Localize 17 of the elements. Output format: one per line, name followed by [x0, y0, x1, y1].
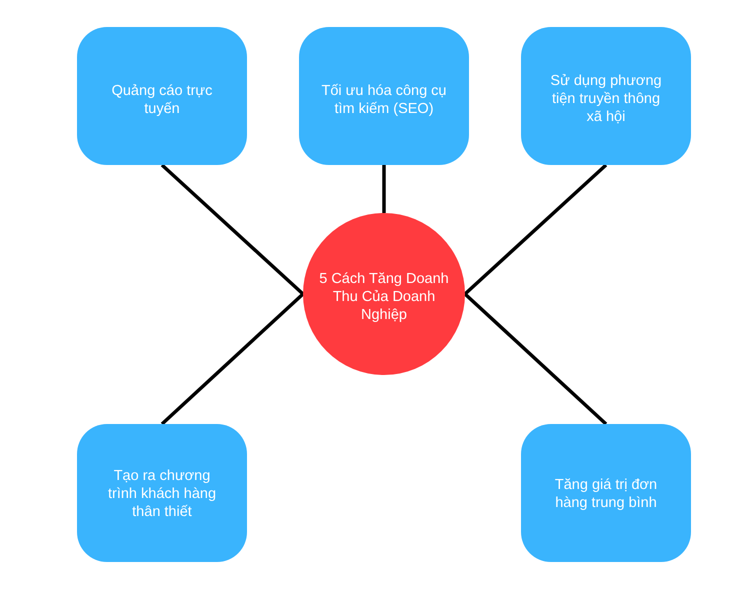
topic-box [77, 424, 247, 562]
topic-label: Tạo ra chương trình khách hàng thân thiết [106, 467, 218, 521]
topic-label: Tối ưu hóa công cụ tìm kiếm (SEO) [320, 82, 448, 118]
topic-box [77, 27, 247, 165]
topic-box [299, 27, 469, 165]
connector-line [160, 164, 304, 296]
topic-label: Sử dụng phương tiện truyền thông xã hội [549, 72, 663, 126]
topic-box [521, 27, 691, 165]
connector-line [160, 292, 304, 426]
connector-line [382, 165, 386, 213]
connector-line [464, 164, 608, 296]
topic-circle [303, 213, 465, 375]
topic-label: Quảng cáo trực tuyến [110, 82, 214, 118]
topic-title: 5 Cách Tăng Doanh Thu Của Doanh Nghiệp [318, 270, 450, 324]
topic-box [521, 424, 691, 562]
topic-label: Tăng giá trị đơn hàng trung bình [554, 476, 658, 512]
connector-line [464, 292, 608, 426]
